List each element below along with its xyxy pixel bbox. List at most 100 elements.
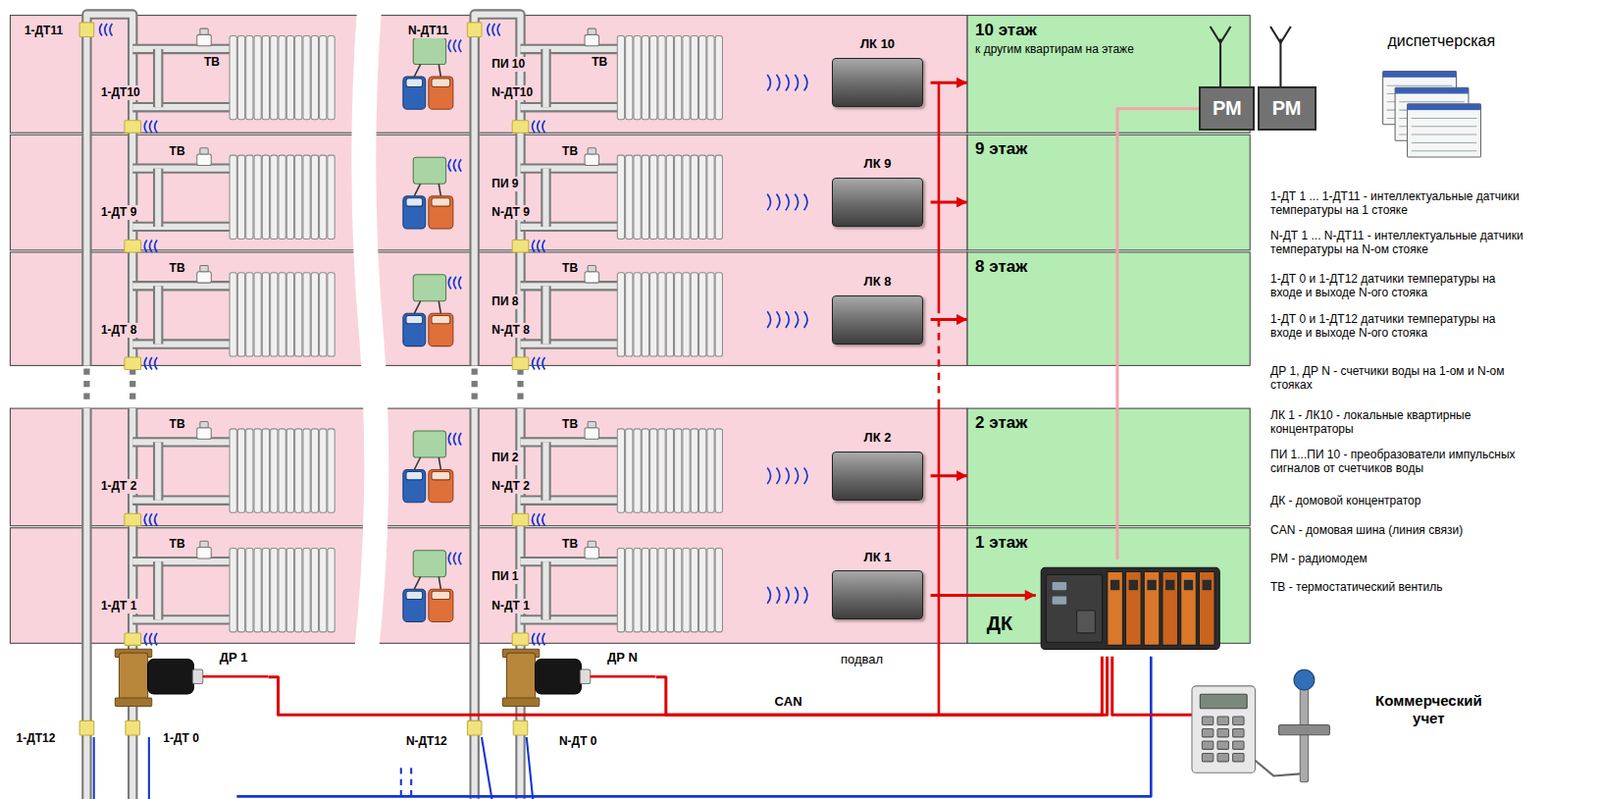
label-anchor: 1-ДТ 0 bbox=[160, 730, 202, 745]
radiator-fin bbox=[690, 272, 698, 357]
legend-note: ПИ 1...ПИ 10 - преобразователи импульсны… bbox=[1270, 447, 1526, 475]
radiator-fin bbox=[674, 272, 682, 357]
radiator-fin bbox=[229, 272, 237, 357]
key bbox=[1201, 753, 1213, 762]
radiator-fin bbox=[666, 154, 673, 239]
pipe bbox=[519, 162, 619, 173]
radio-wave bbox=[532, 239, 535, 252]
pulse-converter bbox=[412, 430, 446, 458]
port bbox=[1051, 581, 1067, 590]
radiator-fin bbox=[261, 428, 269, 513]
signal-arrow bbox=[930, 81, 968, 85]
radiator-fin bbox=[617, 272, 624, 357]
radio-link-line bbox=[1117, 108, 1199, 560]
part-label: ПИ 1 bbox=[489, 568, 520, 584]
radio-wave bbox=[532, 513, 535, 525]
pipe bbox=[154, 285, 161, 344]
key bbox=[1217, 753, 1229, 762]
radio-wave bbox=[453, 552, 456, 565]
label-anchor: 1-ДТ 1 bbox=[99, 598, 140, 614]
label-anchor: N-ДТ 0 bbox=[557, 733, 600, 748]
radiator-fin bbox=[674, 548, 682, 632]
node-label: 2 этаж bbox=[967, 408, 1250, 433]
radio-wave bbox=[149, 513, 152, 525]
house-concentrator: ДК bbox=[1035, 559, 1225, 657]
radiator-fin bbox=[327, 428, 335, 513]
meter-dial bbox=[431, 198, 451, 207]
pipe bbox=[519, 102, 619, 112]
pipe bbox=[542, 561, 549, 620]
part-label: 1-ДТ 2 bbox=[99, 478, 140, 494]
sensor-line bbox=[481, 736, 496, 799]
part-label: ТВ bbox=[589, 54, 610, 70]
table-row bbox=[1411, 142, 1478, 144]
pipe bbox=[519, 165, 619, 172]
radiator-fin bbox=[707, 548, 715, 632]
label-anchor: ТВ bbox=[167, 144, 188, 159]
node-label: ЛК 8 bbox=[824, 272, 930, 290]
meter-body bbox=[507, 653, 536, 703]
antenna bbox=[1279, 39, 1282, 88]
radiator-fin bbox=[699, 428, 707, 513]
pipe bbox=[132, 282, 231, 289]
node-label: РМ bbox=[1259, 88, 1315, 129]
radiator-fin bbox=[310, 35, 318, 119]
io-module bbox=[1198, 570, 1215, 645]
part-label: 1-ДТ 9 bbox=[99, 205, 140, 220]
node-label: 9 этаж bbox=[967, 134, 1250, 159]
radio-wave bbox=[804, 466, 808, 484]
radio-wave bbox=[767, 466, 771, 484]
part-label: ТВ bbox=[167, 144, 188, 159]
radiator-fin bbox=[658, 35, 666, 119]
pipe-break bbox=[516, 368, 523, 406]
io-module bbox=[1143, 570, 1160, 645]
apartment-floor bbox=[9, 527, 968, 644]
radio-wave bbox=[542, 632, 545, 645]
pipe bbox=[519, 338, 619, 349]
thermostat-valve bbox=[587, 148, 596, 155]
radiator-fin bbox=[237, 272, 245, 357]
table-row bbox=[1411, 125, 1478, 127]
device-drawing bbox=[1367, 30, 1516, 165]
radiator-fin bbox=[707, 154, 715, 239]
label-anchor: ПИ 10 bbox=[489, 56, 527, 72]
temperature-sensor bbox=[125, 720, 141, 735]
radiator-fin bbox=[303, 35, 310, 119]
bus-stub bbox=[590, 674, 657, 678]
label-anchor: 1-ДТ 8 bbox=[99, 322, 140, 338]
apartment-floor bbox=[9, 15, 968, 134]
radio-wave bbox=[448, 432, 451, 445]
temperature-sensor bbox=[79, 720, 95, 735]
temperature-sensor bbox=[79, 22, 95, 38]
part-label: N-ДТ10 bbox=[489, 85, 535, 101]
pipe bbox=[519, 494, 619, 505]
temperature-sensor bbox=[512, 357, 529, 369]
pipe bbox=[540, 168, 551, 227]
radiator-fin bbox=[229, 428, 237, 513]
radiator-fin bbox=[261, 35, 269, 119]
pipe bbox=[519, 340, 619, 347]
pipe bbox=[153, 49, 163, 107]
illustration-group bbox=[9, 7, 1291, 799]
pipe bbox=[132, 340, 231, 347]
pipe bbox=[468, 408, 479, 799]
radiator-fin bbox=[658, 428, 666, 513]
legend-note: ТВ - термостатический вентиль bbox=[1270, 579, 1526, 594]
radio-wave bbox=[149, 120, 152, 133]
water-meter bbox=[428, 76, 454, 109]
legend-note: 1-ДТ 0 и 1-ДТ12 датчики температуры на в… bbox=[1270, 271, 1526, 300]
radiator-fin bbox=[246, 428, 254, 513]
meter-sensor bbox=[148, 659, 195, 694]
radiator-fin bbox=[617, 35, 624, 119]
pipe bbox=[132, 616, 231, 622]
radio-wave bbox=[542, 357, 545, 369]
radio-wave bbox=[794, 194, 798, 211]
radio-wave bbox=[448, 276, 451, 289]
radiator-fin bbox=[690, 154, 698, 239]
label-anchor: 1-ДТ12 bbox=[14, 730, 58, 745]
radiator-fin bbox=[254, 35, 261, 119]
radio-wave bbox=[497, 23, 500, 36]
pulse-converter bbox=[412, 156, 446, 184]
